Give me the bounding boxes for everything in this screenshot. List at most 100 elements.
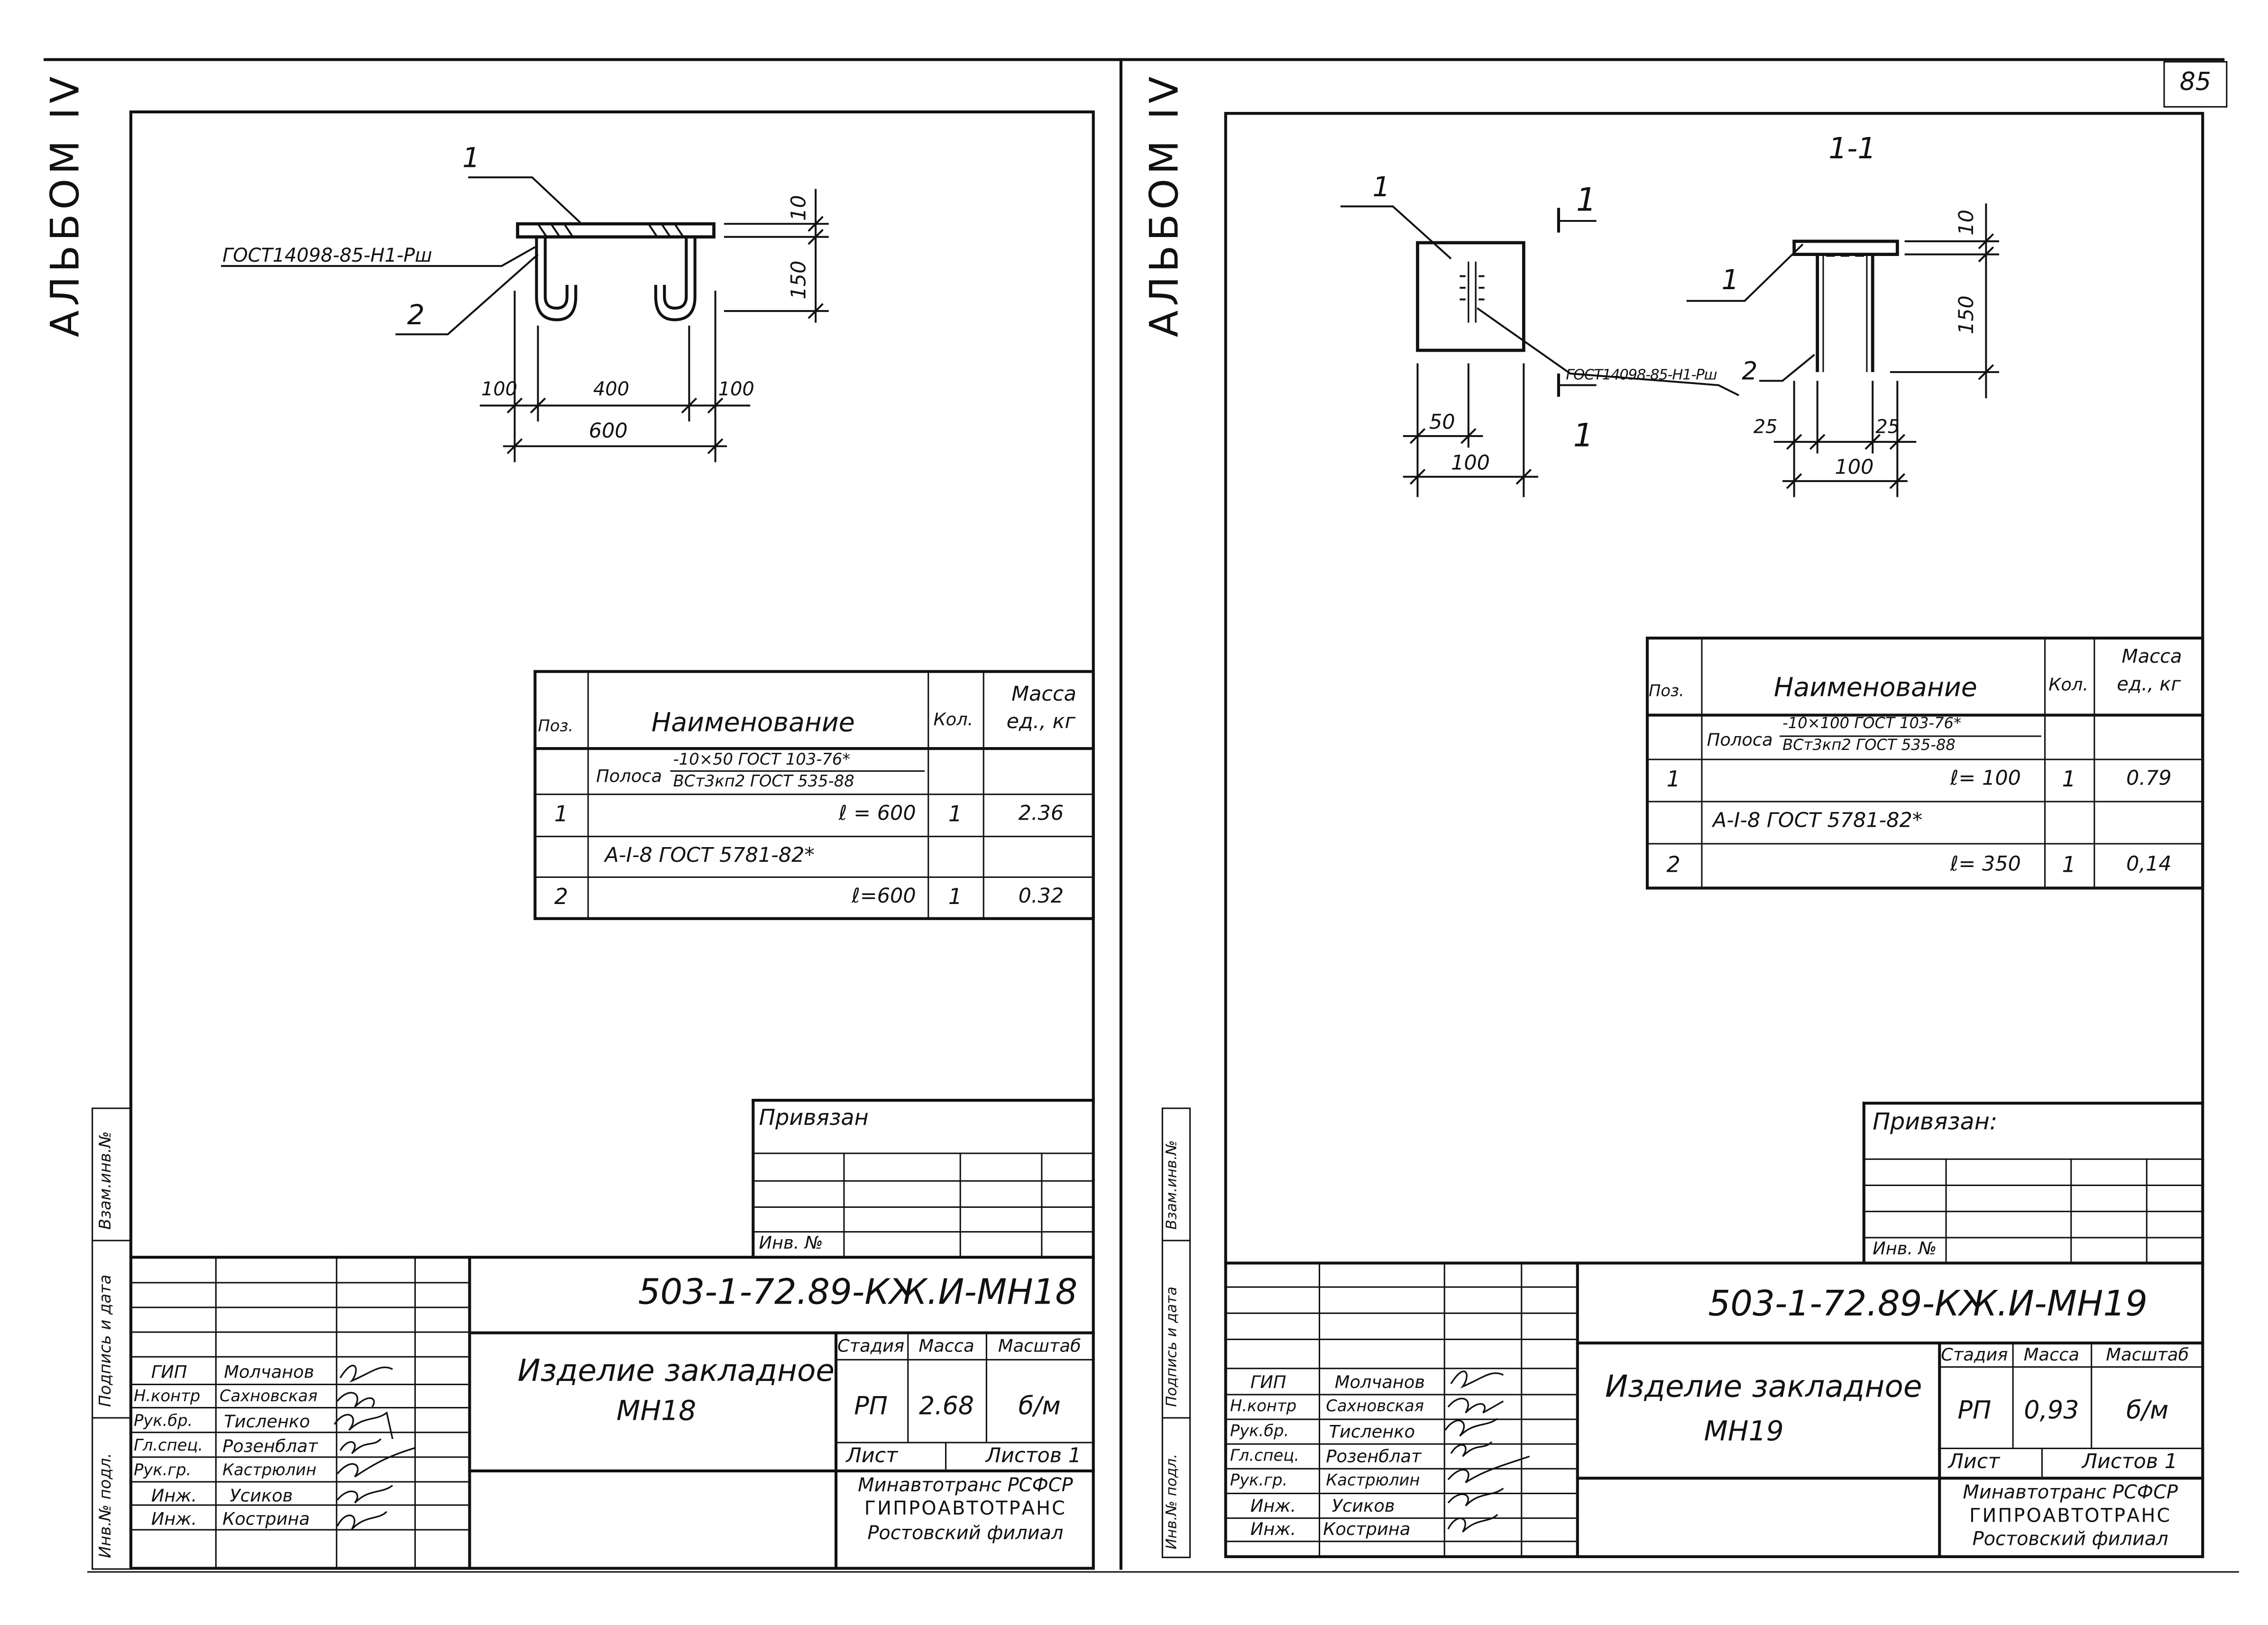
row1-qty: 1	[2062, 766, 2076, 793]
stamp-mass-header: Масса	[918, 1335, 974, 1356]
row1-mass: 2.36	[1018, 802, 1064, 826]
name-ruk-gr: Кастрюлин	[1326, 1470, 1420, 1490]
binding-inv: Инв. №	[759, 1232, 823, 1253]
role-ruk-br: Рук.бр.	[1230, 1421, 1289, 1441]
stamp-scale: б/м	[2126, 1397, 2169, 1426]
stamp-stage-header: Стадия	[837, 1335, 905, 1356]
dim-400: 400	[593, 379, 630, 402]
strip-spec-top: -10×100 ГОСТ 103-76*	[1782, 715, 1962, 733]
signatures	[1444, 1370, 1530, 1533]
col-header-name: Наименование	[1773, 673, 1977, 704]
stamp-scale-header: Масштаб	[998, 1335, 1081, 1356]
stamp-title-line2: МН19	[1704, 1415, 1784, 1448]
name-inzh-1: Усиков	[1331, 1496, 1395, 1516]
position-2-label: 2	[407, 299, 425, 332]
dim-section-25-left: 25	[1753, 417, 1778, 439]
stamp-stage: РП	[1957, 1397, 1992, 1426]
role-gl-spec: Гл.спец.	[1230, 1446, 1300, 1465]
dim-section-10: 10	[1955, 210, 1979, 236]
name-inzh-2: Кострина	[1323, 1519, 1411, 1540]
position-1-label: 1	[462, 142, 480, 174]
col-header-name: Наименование	[651, 708, 855, 739]
stamp-sheets-label: Листов 1	[985, 1444, 1082, 1468]
stamp-sheet-label: Лист	[1948, 1451, 2000, 1474]
side-label-inv-podl: Инв.№ подл.	[96, 1452, 115, 1558]
dim-100-left: 100	[481, 379, 518, 402]
signatures	[333, 1365, 416, 1530]
name-gl-spec: Розенблат	[1326, 1446, 1422, 1467]
embedded-item-drawing	[0, 0, 1120, 523]
name-gl-spec: Розенблат	[222, 1436, 318, 1457]
stamp-org-line3: Ростовский филиал	[867, 1523, 1064, 1545]
name-ruk-br: Тисленко	[224, 1411, 310, 1432]
bottom-border-line	[87, 1571, 2239, 1573]
strip-label: Полоса	[596, 766, 662, 786]
row3-mass: 0,14	[2126, 853, 2172, 876]
row1-qty: 1	[948, 801, 963, 827]
side-label-podpis: Подпись и дата	[1164, 1287, 1181, 1407]
col-header-mass-bottom: ед., кг	[2117, 674, 2181, 696]
stamp-title-line2: МН18	[616, 1395, 697, 1427]
page-number-box	[2163, 61, 2228, 108]
name-inzh-2: Кострина	[222, 1508, 310, 1529]
stamp-title-line1: Изделие закладное	[1605, 1369, 1922, 1404]
weld-symbol-label: ГОСТ14098-85-Н1-Рш	[1566, 367, 1717, 384]
stamp-org-line2: ГИПРОАВТОТРАНС	[864, 1498, 1067, 1521]
position-1-label-plan: 1	[1372, 171, 1390, 204]
weld-symbol-label: ГОСТ14098-85-Н1-Рш	[222, 246, 432, 268]
row3-pos: 2	[1666, 851, 1680, 878]
col-header-mass-top: Масса	[2121, 647, 2182, 669]
stamp-sheets-label: Листов 1	[2082, 1451, 2178, 1474]
name-ruk-gr: Кастрюлин	[222, 1461, 317, 1480]
dim-600: 600	[588, 420, 628, 444]
section-title: 1-1	[1828, 130, 1876, 166]
role-gip: ГИП	[1250, 1372, 1286, 1393]
row1-name: ℓ= 100	[1950, 767, 2021, 791]
top-border-line	[43, 58, 2225, 61]
position-1-label-section: 1	[1721, 265, 1739, 297]
row1-pos: 1	[1666, 766, 1680, 793]
col-header-mass-bottom: ед., кг	[1006, 711, 1076, 734]
name-n-kontr: Сахновская	[219, 1387, 318, 1406]
stamp-org-line2: ГИПРОАВТОТРАНС	[1969, 1506, 2172, 1528]
row1-name: ℓ = 600	[838, 802, 916, 826]
strip-spec-bottom: ВСт3кп2 ГОСТ 535-88	[1782, 737, 1956, 755]
role-inzh-2: Инж.	[1250, 1519, 1296, 1540]
role-inzh-2: Инж.	[151, 1508, 197, 1529]
col-header-qty: Кол.	[933, 709, 973, 730]
stamp-org-line1: Минавтотранс РСФСР	[1963, 1482, 2178, 1505]
stamp-mass-header: Масса	[2023, 1344, 2080, 1365]
name-inzh-1: Усиков	[230, 1485, 293, 1506]
strip-spec-bottom: ВСт3кп2 ГОСТ 535-88	[673, 772, 854, 791]
stamp-scale-header: Масштаб	[2106, 1344, 2189, 1365]
stamp-title-line1: Изделие закладное	[517, 1353, 835, 1388]
role-ruk-gr: Рук.гр.	[134, 1461, 192, 1480]
section-mark-bottom: 1	[1573, 419, 1594, 455]
stamp-org-line1: Минавтотранс РСФСР	[858, 1475, 1073, 1497]
row3-name: ℓ= 350	[1950, 853, 2021, 876]
dim-100-right: 100	[718, 379, 754, 402]
position-2-label: 2	[1742, 357, 1758, 387]
role-ruk-gr: Рук.гр.	[1230, 1470, 1288, 1490]
strip-spec-top: -10×50 ГОСТ 103-76*	[673, 750, 851, 769]
name-n-kontr: Сахновская	[1326, 1397, 1424, 1416]
role-n-kontr: Н.контр	[1230, 1397, 1297, 1416]
row3-mass: 0.32	[1018, 885, 1064, 909]
side-label-vzam: Взам.инв.№	[96, 1131, 115, 1230]
strip-label: Полоса	[1707, 730, 1773, 750]
name-gip: Молчанов	[1334, 1372, 1425, 1393]
role-gl-spec: Гл.спец.	[134, 1436, 203, 1455]
col-header-mass-top: Масса	[1011, 683, 1076, 707]
row3-name: ℓ=600	[852, 885, 916, 909]
name-ruk-br: Тисленко	[1329, 1421, 1415, 1442]
dim-plan-100: 100	[1451, 452, 1490, 475]
sheet-divider-line	[1119, 58, 1123, 1570]
role-ruk-br: Рук.бр.	[134, 1411, 193, 1431]
dim-section-25-right: 25	[1875, 417, 1900, 439]
section-mark-top: 1	[1576, 183, 1597, 219]
stamp-stage: РП	[854, 1392, 888, 1422]
dim-section-150: 150	[1955, 295, 1979, 335]
embedded-item-drawing	[0, 0, 2268, 523]
side-label-vzam: Взам.инв.№	[1164, 1140, 1181, 1230]
stamp-mass: 2.68	[919, 1392, 974, 1422]
